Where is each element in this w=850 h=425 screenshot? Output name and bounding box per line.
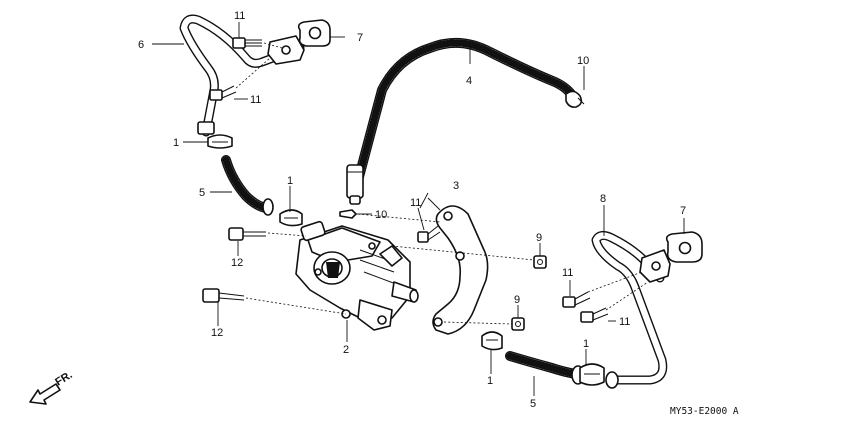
callout-9-lower: 9: [514, 294, 520, 306]
bolt-part-12-upper: [228, 227, 266, 241]
callout-7-top: 7: [357, 32, 363, 44]
callout-10-lower: 10: [375, 209, 387, 221]
bolt-part-12-lower: [202, 288, 245, 303]
callout-12-lower: 12: [211, 327, 223, 339]
callout-8: 8: [600, 193, 606, 205]
nut-part-9-lower: [511, 317, 525, 331]
hose-clip-part-1-lower-right: [579, 363, 605, 386]
pin-part-10-lower: [339, 209, 357, 219]
nut-part-9-upper: [533, 255, 547, 269]
callout-10-upper: 10: [577, 55, 589, 67]
callout-6: 6: [138, 39, 144, 51]
pipe-part-6: [179, 14, 305, 137]
gasket-part-7-lower: [665, 231, 703, 263]
gasket-part-7-upper: [297, 19, 331, 47]
callout-12-upper: 12: [231, 257, 243, 269]
callout-7-right: 7: [680, 205, 686, 217]
callout-11-right-lower: 11: [619, 316, 630, 328]
bracket-part-3: [432, 205, 489, 335]
callout-1-upper: 1: [173, 137, 179, 149]
callout-1-middle: 1: [287, 175, 293, 187]
bolt-part-11-upper-a: [232, 37, 262, 49]
callout-11-center: 11: [410, 197, 421, 209]
hose-clip-part-1-middle: [279, 209, 303, 227]
hose-clip-part-10-upper: [565, 90, 585, 108]
bolt-part-11-right-a: [562, 291, 591, 308]
callout-11-top: 11: [234, 10, 245, 22]
callout-4: 4: [466, 75, 472, 87]
callout-9-upper: 9: [536, 232, 542, 244]
hose-clip-part-1-lower-left: [481, 331, 503, 351]
callout-2: 2: [343, 344, 349, 356]
front-arrow-icon: [29, 383, 61, 405]
callout-5-upper: 5: [199, 187, 205, 199]
callout-1-lower-left: 1: [487, 375, 493, 387]
hose-part-5-lower: [505, 351, 585, 385]
alignment-lines: [235, 42, 649, 325]
hose-part-5-upper: [221, 155, 274, 216]
callout-1-lower-right: 1: [583, 338, 589, 350]
bolt-part-11-upper-b: [209, 85, 237, 101]
callout-3: 3: [453, 180, 459, 192]
leader-lines: [152, 22, 685, 396]
hose-clip-part-1-upper: [207, 134, 233, 149]
diagram-code: MY53-E2000 A: [670, 406, 739, 417]
callout-labels: 6 11 7 11 1 5 1 4 10 10 11 3 12 12 2 9 9…: [138, 10, 686, 410]
callout-11-left: 11: [250, 94, 261, 106]
bolt-part-11-right-b: [580, 307, 609, 323]
breather-tube-part-4: [346, 37, 579, 205]
callout-11-right-upper: 11: [562, 267, 573, 279]
front-direction-indicator: FR.: [29, 369, 75, 405]
bolt-part-11-bracket: [417, 225, 441, 243]
callout-5-lower: 5: [530, 398, 536, 410]
air-injection-valve-part-2: [295, 220, 419, 331]
pipe-part-8: [591, 230, 671, 389]
